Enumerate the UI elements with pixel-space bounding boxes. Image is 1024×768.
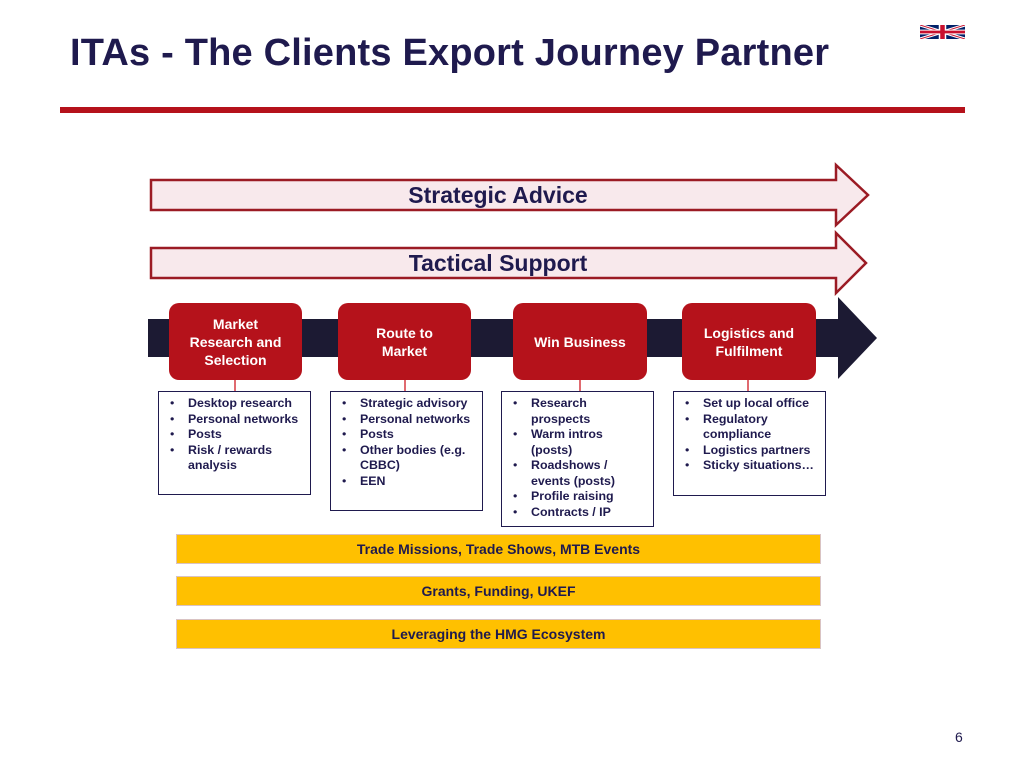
title-divider — [60, 107, 965, 113]
list-item: Personal networks — [165, 412, 304, 428]
stage-route-to-market: Route to Market — [338, 303, 471, 380]
list-item: Contracts / IP — [508, 505, 647, 521]
stage-market-research: Market Research and Selection — [169, 303, 302, 380]
list-item: Sticky situations… — [680, 458, 819, 474]
list-item: Regulatory compliance — [680, 412, 819, 443]
list-item: Posts — [337, 427, 476, 443]
list-item: Personal networks — [337, 412, 476, 428]
list-item: Desktop research — [165, 396, 304, 412]
trade-missions-bar: Trade Missions, Trade Shows, MTB Events — [176, 534, 821, 564]
list-item: Roadshows / events (posts) — [508, 458, 647, 489]
list-item: Logistics partners — [680, 443, 819, 459]
tactical-support-arrow: Tactical Support — [148, 230, 872, 296]
strategic-advice-label: Strategic Advice — [408, 181, 588, 208]
grants-funding-bar: Grants, Funding, UKEF — [176, 576, 821, 606]
list-item: Posts — [165, 427, 304, 443]
stage-label: Win Business — [534, 333, 626, 350]
stage-connector — [234, 380, 236, 391]
stage-label: Route to Market — [376, 324, 433, 359]
list-item: Set up local office — [680, 396, 819, 412]
page-number: 6 — [955, 729, 963, 745]
route-to-market-details: Strategic advisory Personal networks Pos… — [330, 391, 483, 511]
stage-label: Logistics and Fulfilment — [703, 324, 795, 359]
union-flag-icon — [920, 25, 965, 39]
list-item: Research prospects — [508, 396, 647, 427]
market-research-details: Desktop research Personal networks Posts… — [158, 391, 311, 495]
strategic-advice-arrow: Strategic Advice — [148, 162, 872, 228]
slide-title: ITAs - The Clients Export Journey Partne… — [70, 32, 830, 74]
stage-connector — [579, 380, 581, 391]
stage-label: Market Research and Selection — [189, 315, 282, 368]
logistics-details: Set up local office Regulatory complianc… — [673, 391, 826, 496]
hmg-ecosystem-bar: Leveraging the HMG Ecosystem — [176, 619, 821, 649]
stage-win-business: Win Business — [513, 303, 647, 380]
process-band-arrow — [148, 297, 878, 379]
list-item: Risk / rewards analysis — [165, 443, 304, 474]
win-business-details: Research prospects Warm intros (posts) R… — [501, 391, 654, 527]
list-item: Profile raising — [508, 489, 647, 505]
tactical-support-label: Tactical Support — [408, 249, 588, 276]
list-item: Warm intros (posts) — [508, 427, 647, 458]
list-item: Other bodies (e.g. CBBC) — [337, 443, 476, 474]
stage-logistics-fulfilment: Logistics and Fulfilment — [682, 303, 816, 380]
stage-connector — [404, 380, 406, 391]
stage-connector — [747, 380, 749, 391]
list-item: EEN — [337, 474, 476, 490]
list-item: Strategic advisory — [337, 396, 476, 412]
